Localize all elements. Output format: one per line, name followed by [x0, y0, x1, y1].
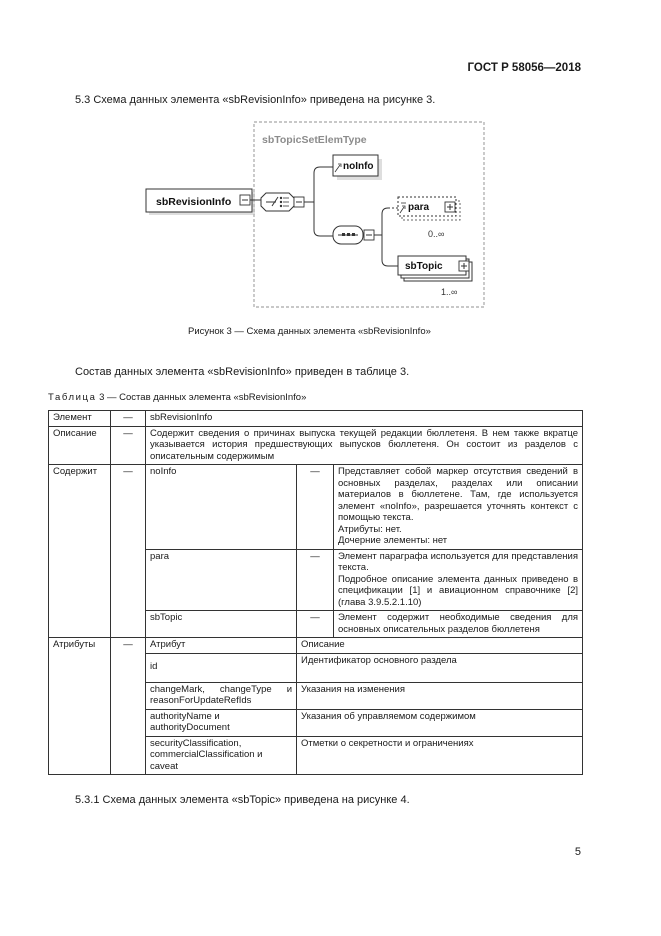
attr-desc-head: Описание [295, 637, 584, 654]
row-label: Описание [48, 425, 111, 465]
table-row: Описание — Содержит сведения о причинах … [48, 425, 584, 465]
table-caption: Таблица 3 — Состав данных элемента «sbRe… [48, 392, 306, 403]
para-element-box [397, 196, 457, 217]
table-row: id Идентификатор основного раздела [49, 652, 584, 683]
child-name: para [145, 548, 297, 611]
table-caption-label: Таблица [48, 392, 97, 403]
sbtopic-element-label: sbTopic [405, 261, 443, 272]
attr-name: id [145, 652, 297, 683]
child-description-line: Элемент содержит необходимые сведения дл… [338, 612, 579, 635]
para-cardinality: 0..∞ [428, 229, 444, 239]
attr-desc: Указания об управляемом содержимом [295, 708, 584, 737]
dash-cell: — [110, 464, 146, 638]
schema-diagram: sbTopicSetElemType sbRevisionInfo noInfo… [145, 121, 485, 308]
attr-name: securityClassification, commercialClassi… [145, 735, 297, 775]
child-description-line: Элемент параграфа используется для предс… [338, 550, 579, 574]
outro-paragraph: 5.3.1 Схема данных элемента «sbTopic» пр… [75, 794, 410, 806]
row-label: Атрибуты [48, 637, 111, 775]
dash-cell: — [296, 464, 334, 550]
table-caption-text: 3 — Состав данных элемента «sbRevisionIn… [99, 392, 307, 403]
document-id: ГОСТ Р 58056—2018 [467, 62, 581, 74]
attr-desc: Идентификатор основного раздела [295, 652, 584, 683]
noinfo-element-box [332, 154, 379, 177]
table-row: authorityName и authorityDocument Указан… [49, 708, 584, 737]
row-value: Содержит сведения о причинах выпуска тек… [144, 425, 584, 465]
composition-table: Элемент — sbRevisionInfo Описание — Соде… [48, 410, 584, 775]
group-label: sbTopicSetElemType [262, 134, 367, 146]
child-name: noInfo [145, 464, 297, 550]
sbtopic-cardinality: 1..∞ [441, 287, 457, 297]
dash-cell: — [110, 425, 146, 465]
figure-caption: Рисунок 3 — Схема данных элемента «sbRev… [188, 326, 431, 337]
row-label: Содержит [48, 464, 111, 638]
child-description: Элемент содержит необходимые сведения дл… [332, 610, 584, 638]
dash-cell: — [296, 548, 334, 611]
table-row: Элемент — sbRevisionInfo [48, 410, 584, 427]
intro-paragraph: 5.3 Схема данных элемента «sbRevisionInf… [75, 94, 436, 106]
dash-cell: — [110, 637, 146, 775]
table-row: Атрибуты — Атрибут Описание [48, 637, 584, 775]
child-description: Представляет собой маркер отсутствия све… [332, 464, 584, 550]
choice-compositor-icon [260, 192, 295, 212]
attr-name: authorityName и authorityDocument [145, 708, 297, 737]
child-description-line: Атрибуты: нет. [338, 523, 402, 535]
child-description: Элемент параграфа используется для предс… [332, 548, 584, 611]
table-row: changeMark, changeType и reasonForUpdate… [49, 681, 584, 710]
noinfo-element-label: noInfo [343, 161, 374, 172]
child-description-line: Представляет собой маркер отсутствия све… [338, 466, 579, 523]
attr-head: Атрибут [145, 637, 297, 654]
table-row: securityClassification, commercialClassi… [49, 735, 584, 775]
row-label: Элемент [48, 410, 111, 427]
row-value: sbRevisionInfo [144, 410, 584, 427]
page-number: 5 [574, 846, 581, 858]
attr-desc: Отметки о секретности и ограничениях [295, 735, 584, 775]
table-row: sbTopic — Элемент содержит необходимые с… [49, 610, 584, 638]
table-intro-paragraph: Состав данных элемента «sbRevisionInfo» … [75, 366, 410, 378]
child-description-line: Подробное описание элемента данных приве… [338, 573, 579, 608]
attr-name: changeMark, changeType и reasonForUpdate… [145, 681, 297, 710]
dash-cell: — [296, 610, 334, 638]
dash-cell: — [110, 410, 146, 427]
child-name: sbTopic [145, 610, 297, 638]
root-element-label: sbRevisionInfo [156, 196, 231, 208]
child-description-line: Дочерние элементы: нет [338, 535, 448, 546]
para-element-label: para [408, 202, 430, 213]
attr-desc: Указания на изменения [295, 681, 584, 710]
table-row: Содержит — noInfo — Представляет собой м… [48, 464, 584, 638]
table-row: para — Элемент параграфа используется дл… [49, 548, 584, 611]
